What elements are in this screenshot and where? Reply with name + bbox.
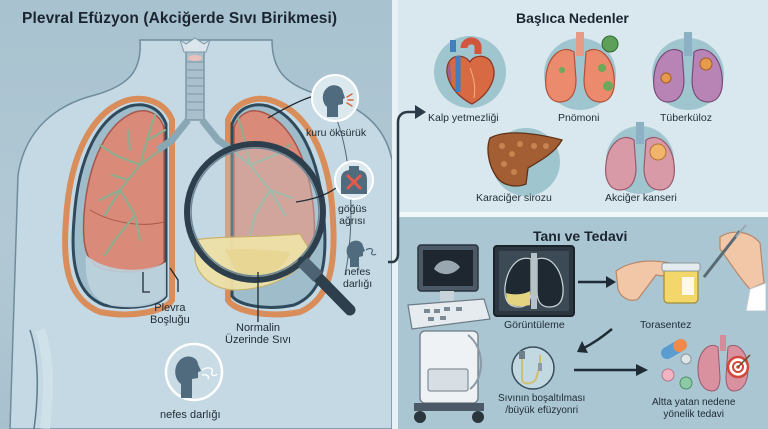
page-title: Plevral Efüzyon (Akciğerde Sıvı Birikmes… — [22, 10, 338, 27]
arrow-right-icon-2 — [574, 364, 648, 376]
pneumonia-lungs-icon — [544, 32, 619, 110]
annotation-pleural-space: Plevra Boşluğu — [150, 302, 190, 326]
causes-title: Başlıca Nedenler — [516, 10, 629, 26]
drain-tube-icon — [511, 346, 555, 390]
annotation-excess-fluid: Normalin Üzerinde Sıvı — [225, 322, 292, 346]
diagnosis-title: Tanı ve Tedavi — [533, 228, 628, 244]
arrow-down-left-icon — [577, 328, 613, 353]
symptom-label-breath: nefes darlığı — [343, 266, 373, 290]
cause-label-lung-cancer: Akciğer kanseri — [605, 192, 677, 204]
treatment-icon — [661, 335, 751, 392]
ultrasound-machine-icon — [407, 244, 491, 423]
arrow-right-icon — [578, 276, 616, 288]
panel-divider-vertical — [392, 0, 398, 429]
shortness-of-breath-icon — [164, 342, 224, 402]
breath-icon — [346, 240, 377, 267]
symptom-label-chest-pain: göğüs ağrısı — [338, 203, 367, 227]
cough-icon — [311, 74, 359, 122]
chest-anatomy-illustration — [9, 37, 392, 429]
step-label-treatment: Altta yatan nedene yönelik tedavi — [652, 397, 736, 420]
causes-panel: Başlıca Nedenler Kalp yetmezliği Pnömoni… — [398, 0, 768, 212]
panel-divider-horizontal — [398, 212, 768, 217]
heart-icon — [434, 36, 506, 108]
thoracentesis-icon — [615, 224, 766, 311]
tuberculosis-lungs-icon — [652, 32, 724, 110]
symptom-label-bottom: nefes darlığı — [160, 409, 221, 421]
cause-label-cirrhosis: Karaciğer sirozu — [476, 192, 552, 204]
liver-icon — [487, 128, 563, 196]
step-label-drainage: Sıvının boşaltılması /büyük efüzyonri — [498, 393, 586, 416]
xray-icon — [493, 245, 575, 317]
anatomy-panel: Plevral Efüzyon (Akciğerde Sıvı Birikmes… — [0, 0, 392, 429]
symptom-label-cough: kuru öksürük — [306, 127, 367, 139]
cancer-lungs-icon — [605, 122, 675, 194]
step-label-thoracentesis: Torasentez — [640, 319, 692, 331]
connector-arrow — [388, 105, 426, 264]
chest-pain-icon — [334, 160, 374, 200]
cause-label-pneumonia: Pnömoni — [558, 112, 600, 124]
step-label-imaging: Görüntüleme — [504, 319, 565, 331]
cause-label-heart-failure: Kalp yetmezliği — [428, 112, 499, 124]
cause-label-tuberculosis: Tüberküloz — [660, 112, 712, 124]
diagnosis-panel: Tanı ve Tedavi Görüntüleme — [398, 217, 768, 429]
